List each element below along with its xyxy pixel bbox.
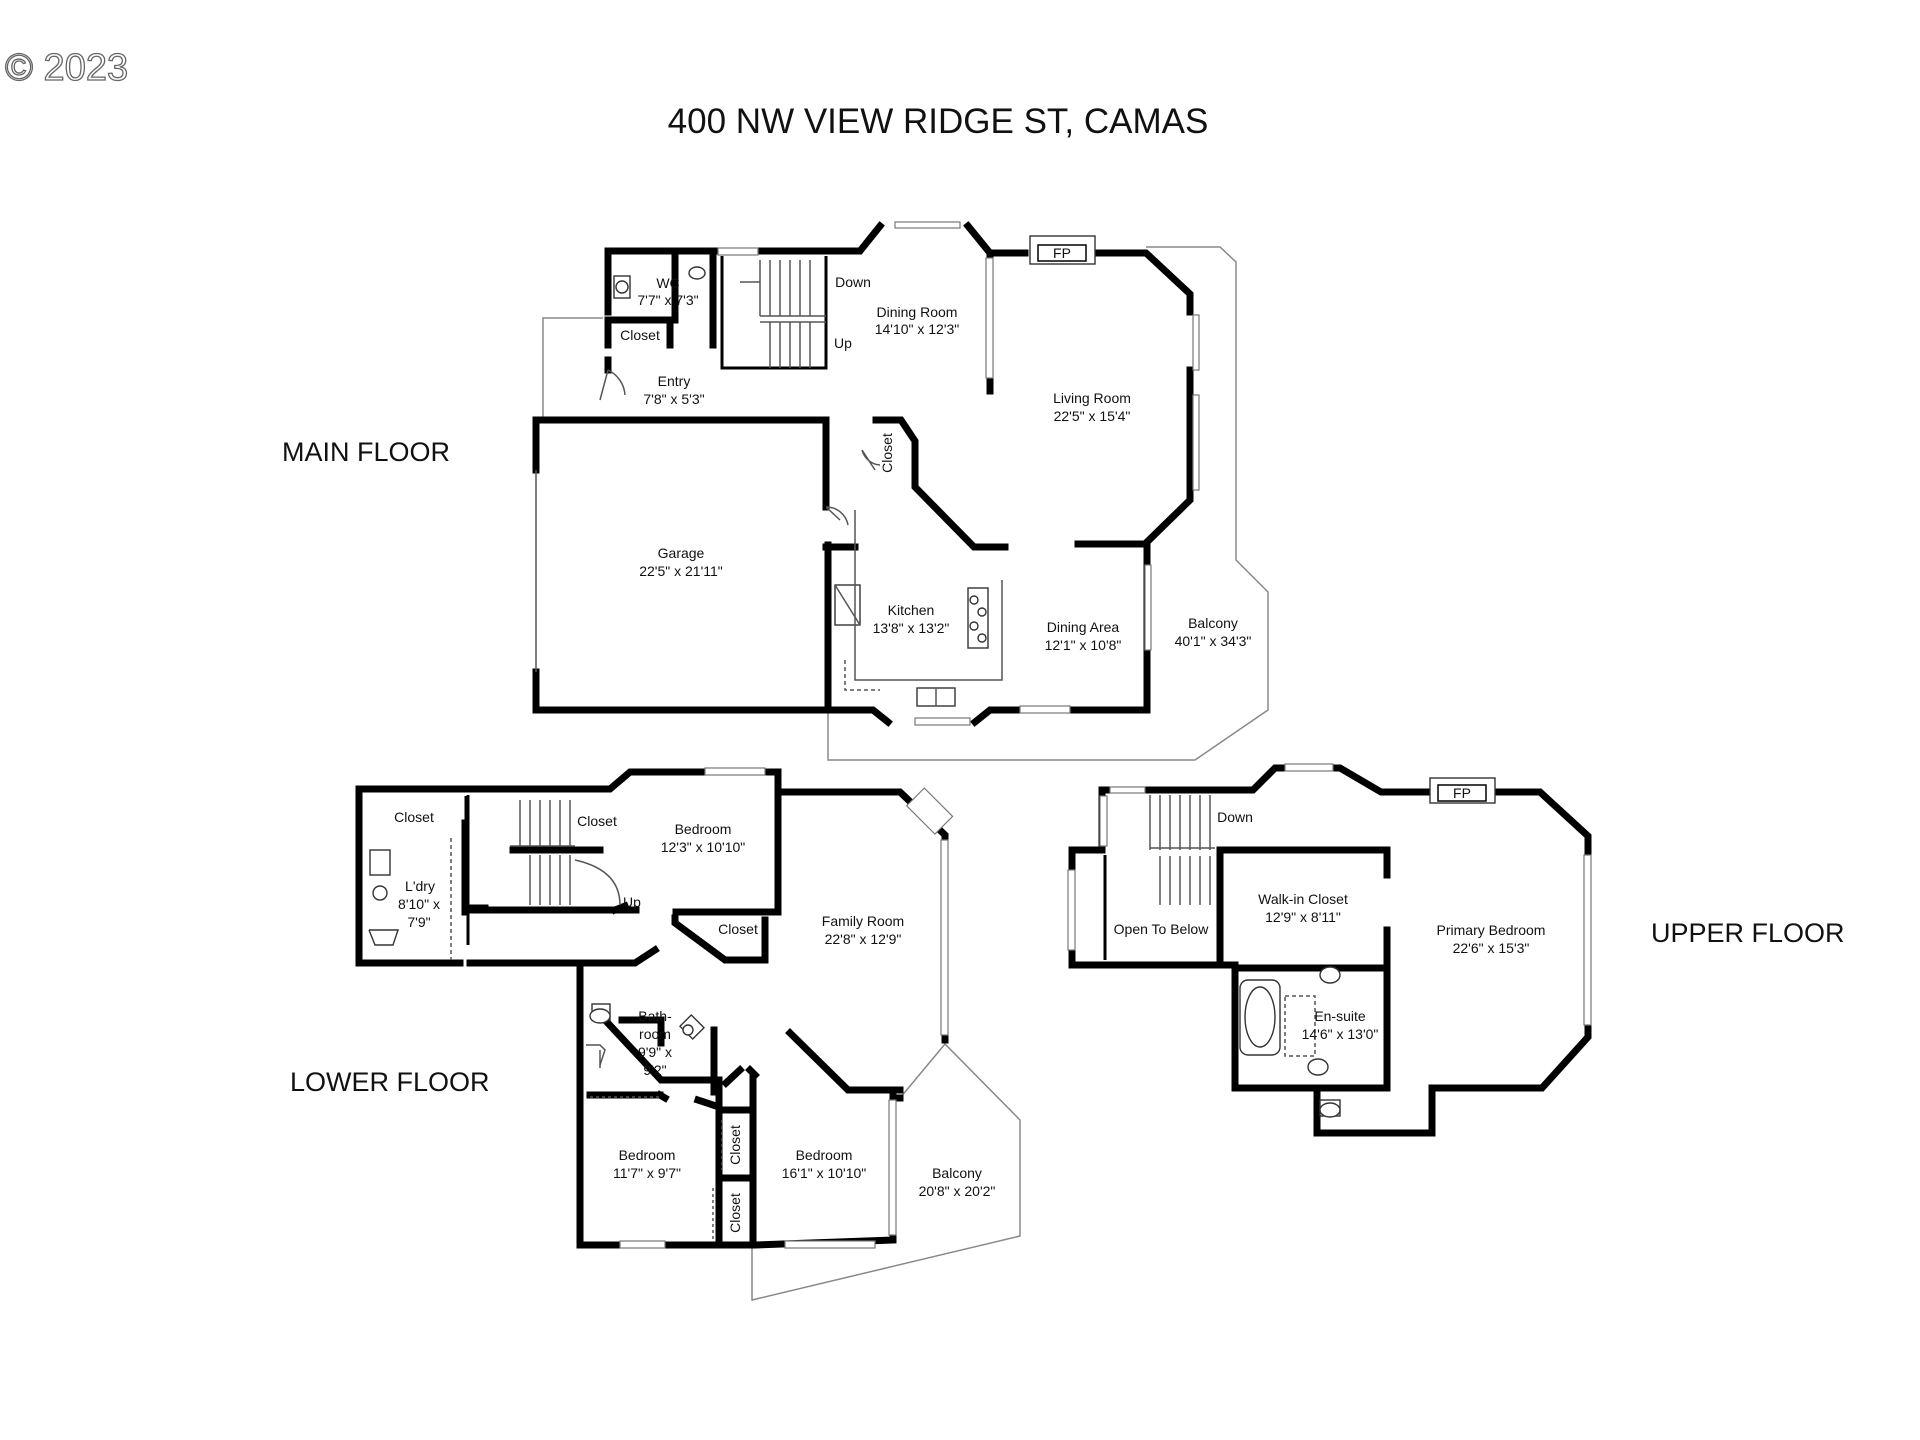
lower-balcony-size: 20'8" x 20'2" [919, 1183, 996, 1199]
lower-stairs [510, 800, 621, 906]
garage-walls [532, 416, 830, 511]
family-room-size: 22'8" x 12'9" [825, 931, 902, 947]
property-address-title: 400 NW VIEW RIDGE ST, CAMAS [668, 102, 1209, 141]
lower-floor-plan: Closet L'dry 8'10" x 7'9" Closet Up Bedr… [355, 767, 1021, 1301]
bedroom-3-name: Bedroom [796, 1147, 853, 1163]
wc-size: 7'7" x 7'3" [637, 292, 698, 308]
laundry-size-line-1: 8'10" x [398, 896, 440, 912]
lower-outer-walls [355, 768, 949, 1044]
bathroom-size-line-2: 9'2" [643, 1062, 666, 1078]
primary-bedroom-name: Primary Bedroom [1437, 922, 1546, 938]
upper-stairs [1149, 795, 1215, 905]
dining-room-size: 14'10" x 12'3" [875, 321, 960, 337]
mid-closet-name: Closet [718, 921, 758, 937]
bathroom-name-line-1: Bath- [638, 1008, 672, 1024]
garage-name: Garage [658, 545, 705, 561]
main-stair-up-label: Up [834, 335, 852, 351]
en-suite-size: 14'6" x 13'0" [1302, 1026, 1379, 1042]
main-floor-label: MAIN FLOOR [282, 437, 450, 467]
dining-area-name: Dining Area [1047, 619, 1120, 635]
open-to-below-label: Open To Below [1114, 921, 1210, 937]
laundry-size-line-2: 7'9" [407, 914, 430, 930]
main-fireplace-label: FP [1053, 245, 1071, 261]
bedroom-1-name: Bedroom [675, 821, 732, 837]
family-room-name: Family Room [822, 913, 904, 929]
dining-room-name: Dining Room [877, 304, 958, 320]
stair-closet-name: Closet [577, 813, 617, 829]
living-room-name: Living Room [1053, 390, 1131, 406]
primary-bedroom-size: 22'6" x 15'3" [1453, 940, 1530, 956]
main-balcony-size: 40'1" x 34'3" [1175, 633, 1252, 649]
bedroom-3-size: 16'1" x 10'10" [782, 1165, 867, 1181]
lower-balcony-name: Balcony [932, 1165, 982, 1181]
upper-stair-down-label: Down [1217, 809, 1253, 825]
upper-fireplace-label: FP [1453, 785, 1471, 801]
entry-name: Entry [658, 373, 691, 389]
en-suite-name: En-suite [1314, 1008, 1366, 1024]
bedroom-2-size: 11'7" x 9'7" [613, 1165, 681, 1181]
bedroom-2-name: Bedroom [619, 1147, 676, 1163]
main-balcony-outline [827, 246, 1269, 761]
entry-size: 7'8" x 5'3" [643, 391, 704, 407]
walk-in-closet-name: Walk-in Closet [1258, 891, 1348, 907]
garage-size: 22'5" x 21'11" [639, 563, 723, 579]
upper-outer-walls [1098, 764, 1432, 796]
dining-area-size: 12'1" x 10'8" [1045, 637, 1122, 653]
bedroom-1-size: 12'3" x 10'10" [661, 839, 746, 855]
upper-floor-plan: FP Down Open To Below Walk-i [1067, 763, 1592, 1137]
lower-floor-label: LOWER FLOOR [290, 1067, 490, 1097]
main-stair-down-label: Down [835, 274, 871, 290]
kitchen-size: 13'8" x 13'2" [873, 620, 950, 636]
copyright-watermark: © 2023 [5, 47, 128, 89]
kitchen-name: Kitchen [888, 602, 935, 618]
lower-balcony-outline [751, 1042, 1021, 1301]
laundry-name: L'dry [405, 878, 435, 894]
lower-stair-up-label: Up [623, 894, 641, 910]
main-balcony-name: Balcony [1188, 615, 1238, 631]
main-north-walls [604, 247, 719, 316]
main-stairs [740, 260, 826, 368]
entry-closet-name: Closet [620, 327, 660, 343]
living-room-size: 22'5" x 15'4" [1054, 408, 1131, 424]
upper-floor-label: UPPER FLOOR [1651, 918, 1845, 948]
bedroom-closet-a-name: Closet [727, 1125, 743, 1165]
lower-left-closet-name: Closet [394, 809, 434, 825]
main-floor-plan: FP [532, 221, 1269, 761]
bathroom-name-line-2: room [639, 1026, 671, 1042]
bathroom-size-line-1: 9'9" x [638, 1044, 672, 1060]
walk-in-closet-size: 12'9" x 8'11" [1265, 909, 1341, 925]
wc-name: WC [656, 275, 679, 291]
kitchen-closet-name: Closet [879, 433, 895, 473]
bedroom-closet-b-name: Closet [727, 1193, 743, 1233]
entry-porch-outline [542, 317, 603, 420]
